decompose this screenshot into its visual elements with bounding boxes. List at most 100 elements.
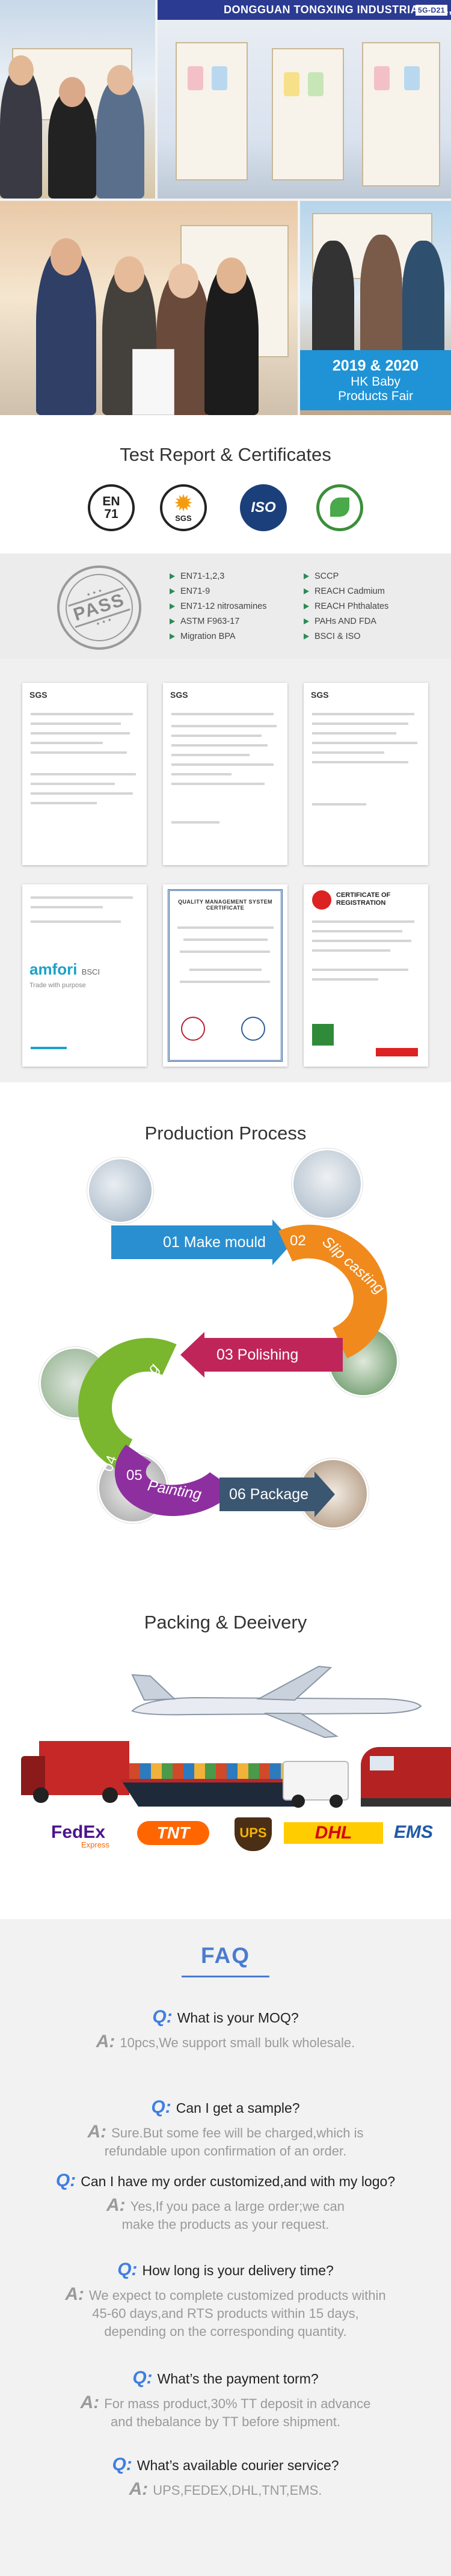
faq-answer: A:We expect to complete customized produ… <box>0 2285 451 2341</box>
step-make-mould: 01 Make mould <box>111 1219 293 1265</box>
text-line <box>312 920 414 923</box>
step-label: 03 Polishing <box>216 1338 298 1372</box>
question-marker: Q: <box>55 2171 76 2190</box>
registration-certificate[interactable]: CERTIFICATE OF REGISTRATION <box>304 884 428 1067</box>
question-marker: Q: <box>152 2007 173 2027</box>
exhibition-photo-4: 2019 & 2020 HK Baby Products Fair <box>300 201 451 415</box>
step-number: 03 <box>216 1346 233 1363</box>
text-line <box>312 949 390 952</box>
tnt-logo-text: TNT <box>156 1823 190 1842</box>
answer-text: and thebalance by TT before shipment. <box>111 2414 340 2429</box>
faq-question: Q:Can I have my order customized,and wit… <box>0 2172 451 2190</box>
step-arrow-tip <box>314 1471 335 1517</box>
answer-marker: A: <box>87 2122 107 2142</box>
quality-management-certificate[interactable]: QUALITY MANAGEMENT SYSTEM CERTIFICATE <box>163 884 287 1067</box>
display-shelf <box>272 48 344 180</box>
text-line <box>31 732 130 735</box>
sgs-logo-icon: ✹ SGS <box>160 484 207 531</box>
text-line <box>312 803 366 806</box>
train-base <box>361 1798 451 1807</box>
fair-badge-line3: Products Fair <box>338 389 413 403</box>
question-text: What’s the payment torm? <box>157 2371 319 2386</box>
answer-text: 45-60 days,and RTS products within 15 da… <box>92 2306 359 2321</box>
text-line <box>31 792 133 795</box>
question-marker: Q: <box>132 2368 153 2388</box>
shopping-bag <box>132 349 174 415</box>
amfori-logo-sub: BSCI <box>81 967 100 976</box>
test-item: EN71-9 <box>170 584 266 599</box>
train-icon <box>361 1747 451 1800</box>
text-line <box>31 713 133 715</box>
text-line <box>180 981 270 983</box>
text-line <box>31 773 136 775</box>
slip-casting-photo <box>292 1148 363 1219</box>
eco-logo-icon <box>316 484 363 531</box>
production-process: Production Process 01 Make mould 02 Slip… <box>0 1082 451 1539</box>
step-label: 06 Package <box>229 1478 308 1511</box>
test-item: PAHs AND FDA <box>304 614 388 629</box>
answer-marker: A: <box>96 2032 115 2051</box>
fedex-sub-text: Express <box>81 1840 109 1849</box>
ups-logo: UPS <box>235 1817 272 1851</box>
step-number: 05 <box>126 1467 143 1484</box>
visitor-head <box>114 256 144 292</box>
faq-question: Q: What’s the payment torm? <box>0 2369 451 2388</box>
text-line <box>171 754 250 756</box>
visitor-head <box>168 263 198 298</box>
exhibition-photo-1 <box>0 0 155 199</box>
text-line <box>183 938 268 941</box>
visitor-head <box>8 55 34 85</box>
answer-marker: A: <box>80 2393 100 2412</box>
sgs-report-1[interactable]: SGS <box>22 683 147 865</box>
faq-title-underline <box>182 1976 269 1977</box>
text-line <box>189 969 262 971</box>
step-text: Make mould <box>183 1234 266 1251</box>
faq-item: Q:Can I get a sample? A:Sure.But some fe… <box>0 2098 451 2160</box>
certificate-gallery: SGS SGS SGS <box>0 659 451 1082</box>
amfori-bsci-certificate[interactable]: amfori BSCI Trade with purpose <box>22 884 147 1067</box>
faq-section: FAQ Q:What is your MOQ? A:10pcs,We suppo… <box>0 1919 451 2576</box>
text-line <box>171 773 232 775</box>
production-title: Production Process <box>144 1123 307 1144</box>
amfori-logo-text: amfori <box>29 960 78 978</box>
text-line <box>31 1047 67 1049</box>
sgs-report-3[interactable]: SGS <box>304 683 428 865</box>
answer-text: UPS,FEDEX,DHL,TNT,EMS. <box>153 2483 322 2498</box>
text-line <box>312 761 408 763</box>
certificates-title: Test Report & Certificates <box>120 444 331 465</box>
packing-title: Packing & Deeivery <box>144 1612 307 1633</box>
ems-logo: EMS <box>394 1822 433 1843</box>
step-arrow-body <box>203 1338 343 1372</box>
test-list-left: EN71-1,2,3 EN71-9 EN71-12 nitrosamines A… <box>170 569 266 644</box>
visitor-figure <box>0 66 42 199</box>
registration-title: CERTIFICATE OF REGISTRATION <box>336 892 391 907</box>
visitor-figure <box>402 241 444 355</box>
test-list-right: SCCP REACH Cadmium REACH Phthalates PAHs… <box>304 569 388 644</box>
answer-marker: A: <box>106 2195 126 2215</box>
faq-question: Q:What’s available courier service? <box>0 2456 451 2474</box>
sgs-report-2[interactable]: SGS <box>163 683 287 865</box>
faq-question: Q:How long is your delivery time? <box>0 2261 451 2279</box>
test-pass-list: ✦ ✦ ✦ PASS ✦ ✦ ✦ EN71-1,2,3 EN71-9 EN71-… <box>0 553 451 661</box>
exhibition-photos: DONGGUAN TONGXING INDUSTRIAL CO., LTD 5G… <box>0 0 451 415</box>
certificate-seal-icon <box>241 1017 265 1041</box>
faq-item: Q:Can I have my order customized,and wit… <box>0 2172 451 2234</box>
question-text: What’s available courier service? <box>137 2457 339 2473</box>
step-number: 06 <box>229 1486 246 1503</box>
test-item: REACH Phthalates <box>304 599 388 614</box>
answer-text: For mass product,30% TT deposit in advan… <box>104 2396 371 2411</box>
faq-title: FAQ <box>200 1943 251 1968</box>
booth-banner-text: DONGGUAN TONGXING INDUSTRIAL CO., LTD <box>224 4 451 16</box>
product-item <box>308 72 324 96</box>
wheel-icon <box>330 1795 343 1808</box>
step-number: 01 <box>163 1234 180 1251</box>
certificate-seal-icon <box>181 1017 205 1041</box>
product-item <box>212 66 227 90</box>
product-item <box>188 66 203 90</box>
text-line <box>31 723 121 725</box>
test-item: BSCI & ISO <box>304 629 388 644</box>
tnt-logo: TNT <box>137 1821 209 1845</box>
text-line <box>177 926 274 929</box>
text-line <box>31 920 121 923</box>
